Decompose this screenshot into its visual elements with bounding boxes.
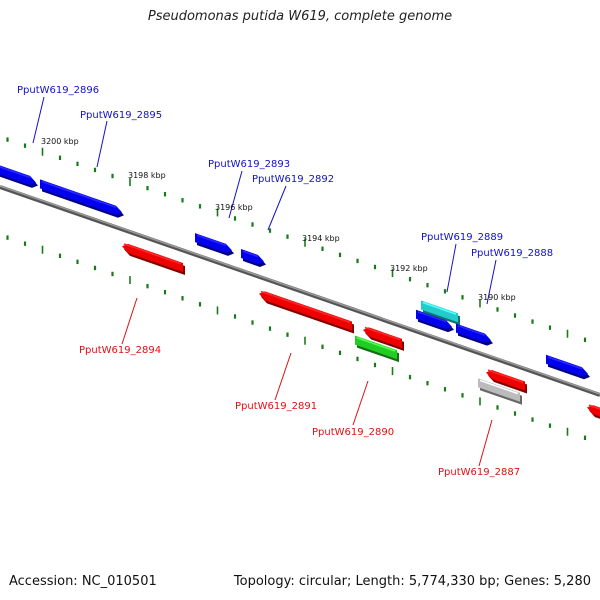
gene-label-2896[interactable]: PputW619_2896: [17, 85, 99, 96]
gene-2893: [195, 233, 234, 256]
leader-line: [446, 243, 457, 293]
scale-label-3190: 3190 kbp: [478, 293, 516, 302]
gene-2890-a-highlight: [364, 326, 401, 341]
gene-2891: [259, 290, 354, 334]
gene-label-2895[interactable]: PputW619_2895: [80, 110, 162, 121]
gene-label-2890[interactable]: PputW619_2890: [312, 427, 394, 438]
leader-line: [478, 419, 493, 467]
gene-2892-highlight: [242, 250, 259, 258]
gene-2887-a-body: [486, 370, 525, 391]
inner-scale-ticks: [6, 235, 587, 440]
gene-2897-highlight: [0, 166, 31, 179]
gene-2895: [40, 179, 124, 218]
gene-2889: [421, 300, 460, 326]
gene-2892: [241, 249, 266, 267]
gene-label-2894[interactable]: PputW619_2894: [79, 345, 161, 356]
leader-line: [274, 352, 292, 401]
gene-label-2887[interactable]: PputW619_2887: [438, 467, 520, 478]
gene-2894: [122, 243, 185, 275]
gene-2889-b-highlight: [417, 311, 447, 323]
gene-2887-a-highlight: [487, 369, 524, 384]
gene-2893-highlight: [196, 234, 227, 247]
gene-2888-highlight: [457, 325, 486, 336]
leader-line: [96, 120, 108, 168]
leader-line: [121, 297, 138, 345]
gene-2895-highlight: [41, 180, 117, 208]
scale-label-3198: 3198 kbp: [128, 171, 166, 180]
gene-2888: [456, 323, 493, 346]
gene-2891-body: [259, 291, 352, 331]
outer-scale-ticks: [6, 137, 587, 342]
gene-2887-highlight: [479, 379, 519, 395]
genome-stats-text: Topology: circular; Length: 5,774,330 bp…: [233, 574, 591, 589]
gene-labels: PputW619_2896 PputW619_2895 PputW619_289…: [17, 85, 553, 478]
gene-2885: [587, 404, 600, 419]
scale-label-3200: 3200 kbp: [41, 137, 79, 146]
gene-2890-a: [363, 326, 404, 351]
leader-line: [32, 96, 45, 144]
genome-backbone: [0, 185, 600, 397]
gene-2889-b: [416, 309, 454, 333]
gene-2887-a: [486, 369, 527, 394]
leader-line: [228, 170, 243, 219]
gene-2890-a-body: [363, 327, 402, 348]
map-title: Pseudomonas putida W619, complete genome: [147, 9, 453, 24]
leader-line: [352, 380, 369, 426]
gene-2890: [355, 335, 399, 363]
gene-features: [0, 165, 600, 419]
gene-label-2889[interactable]: PputW619_2889: [421, 232, 503, 243]
gene-2894-highlight: [123, 243, 182, 265]
gene-2886: [546, 354, 590, 380]
gene-2889-highlight: [422, 301, 457, 315]
gene-label-2888[interactable]: PputW619_2888: [471, 248, 553, 259]
gene-label-2893[interactable]: PputW619_2893: [208, 159, 290, 170]
gene-2891-highlight: [260, 290, 351, 324]
scale-label-3194: 3194 kbp: [302, 234, 340, 243]
scale-labels: 3200 kbp 3198 kbp 3196 kbp 3194 kbp 3192…: [41, 137, 516, 302]
leader-line: [486, 259, 497, 305]
scale-label-3196: 3196 kbp: [215, 203, 253, 212]
gene-2886-highlight: [547, 356, 583, 370]
gene-2890-highlight: [356, 337, 396, 352]
gene-label-2892[interactable]: PputW619_2892: [252, 174, 334, 185]
label-leader-lines: [32, 96, 497, 467]
gene-2885-highlight: [588, 404, 600, 410]
accession-text: Accession: NC_010501: [9, 574, 157, 589]
scale-label-3192: 3192 kbp: [390, 264, 428, 273]
gene-2894-body: [122, 243, 183, 272]
leader-line: [267, 185, 287, 231]
gene-2887: [478, 378, 522, 405]
gene-2897: [0, 165, 38, 188]
gene-label-2891[interactable]: PputW619_2891: [235, 401, 317, 412]
